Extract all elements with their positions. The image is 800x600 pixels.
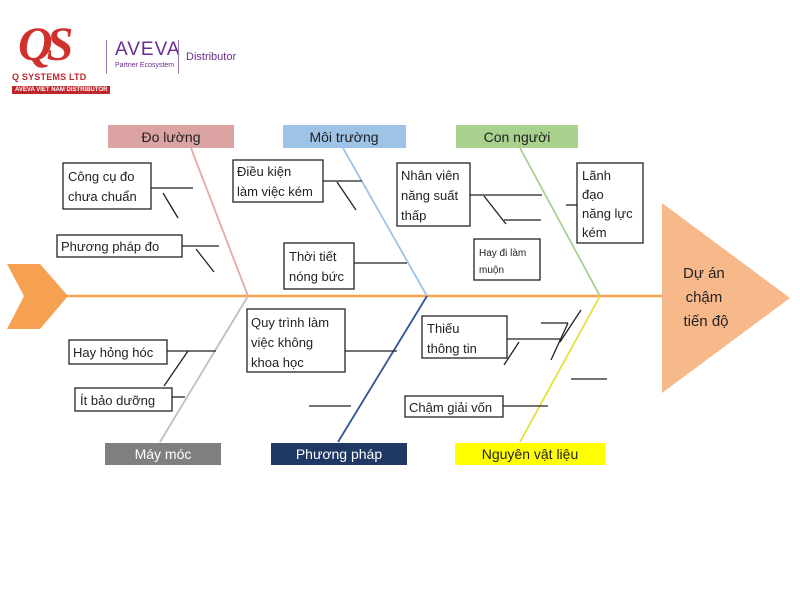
cause-hot-weather: Thời tiết nóng bức xyxy=(289,249,344,284)
company-tagline: AVEVA VIET NAM DISTRIBUTOR xyxy=(12,86,111,94)
aveva-partner-ecosystem: Partner Ecosystem xyxy=(115,62,175,69)
cause-texts: Công cụ đo chưa chuẩn Phương pháp đo Điề… xyxy=(61,164,636,415)
cause-measurement-method: Phương pháp đo xyxy=(61,239,159,254)
header: QS Q SYSTEMS LTD AVEVA VIET NAM DISTRIBU… xyxy=(0,0,800,110)
cause-unscientific-process: Quy trình làm việc không khoa học xyxy=(251,315,333,370)
company-name: Q SYSTEMS LTD xyxy=(12,72,87,82)
cause-branches xyxy=(150,180,607,407)
category-method: Phương pháp xyxy=(271,443,407,465)
category-machine: Máy móc xyxy=(105,443,221,465)
bone-material xyxy=(519,295,601,443)
bone-method xyxy=(337,295,428,443)
cause-slow-disbursement: Chậm giải vốn xyxy=(409,400,492,415)
bone-machine xyxy=(159,295,249,443)
category-measurement: Đo lường xyxy=(108,125,234,148)
cause-work-conditions: Điều kiện làm việc kém xyxy=(237,164,313,199)
cause-weak-leadership: Lãnh đạo năng lực kém xyxy=(582,168,636,240)
aveva-logo: AVEVA xyxy=(115,39,181,60)
category-label: Con người xyxy=(484,129,551,145)
bone-environment xyxy=(342,147,428,297)
category-label: Máy móc xyxy=(135,446,192,462)
category-label: Phương pháp xyxy=(296,446,382,462)
category-label: Nguyên vật liệu xyxy=(482,446,579,462)
distributor-label: Distributor xyxy=(186,51,237,63)
header-divider xyxy=(106,40,107,74)
qs-logo-monogram: QS xyxy=(18,18,73,71)
fishbone-tail xyxy=(7,264,68,329)
bone-measurement xyxy=(190,147,249,297)
cause-boxes xyxy=(56,159,644,418)
category-label-bg xyxy=(456,125,578,148)
effect-line: chậm xyxy=(686,289,723,306)
cause-often-late: Hay đi làm muộn xyxy=(479,248,529,276)
header-divider xyxy=(178,40,179,74)
cause-measurement-tool: Công cụ đo chưa chuẩn xyxy=(68,169,138,204)
category-label-bg xyxy=(105,443,221,465)
category-people: Con người xyxy=(456,125,578,148)
category-label: Đo lường xyxy=(141,129,200,145)
effect-line: Dự án xyxy=(683,265,725,282)
bone-people xyxy=(519,147,601,297)
category-label-bg xyxy=(108,125,234,148)
category-label-bg xyxy=(455,443,605,465)
effect-line: tiến độ xyxy=(683,313,728,330)
category-label-bg xyxy=(283,125,406,148)
category-label-bg xyxy=(271,443,407,465)
effect-text: Dự án chậm tiến độ xyxy=(683,265,729,330)
cause-poor-maintenance: Ít bảo dưỡng xyxy=(80,393,155,408)
category-environment: Môi trường xyxy=(283,125,406,148)
fishbone-head xyxy=(662,203,790,393)
category-label: Môi trường xyxy=(309,129,378,145)
cause-missing-info: Thiếu thông tin xyxy=(427,321,477,356)
cause-frequent-breakdown: Hay hỏng hóc xyxy=(73,345,154,360)
cause-low-productivity: Nhân viên năng suất thấp xyxy=(401,168,463,223)
category-material: Nguyên vật liệu xyxy=(455,443,605,465)
